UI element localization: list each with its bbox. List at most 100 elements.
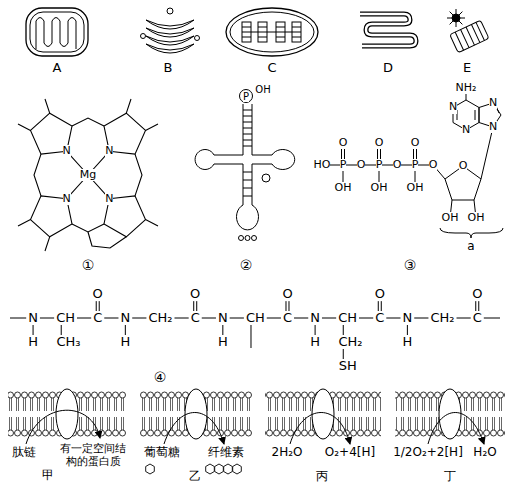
chloroplast-part (242, 27, 301, 37)
peptide-atom: C (283, 311, 292, 325)
chlorophyll-structure-part (18, 99, 158, 251)
peptide-atom: C (93, 311, 102, 325)
trna-structure-part (237, 205, 259, 230)
chemical-bond (457, 318, 471, 319)
chemical-bond (322, 318, 336, 319)
cell-membranes-part (428, 413, 484, 445)
peptide-atom: O (375, 287, 385, 301)
trna-structure-part (252, 236, 257, 241)
trna-structure-part (245, 236, 250, 241)
atp-structure-part (481, 127, 493, 179)
peptide-atom: O (282, 287, 292, 301)
peptide-atom: C (191, 311, 200, 325)
atom-label: N (449, 101, 457, 113)
atom-label: O (411, 137, 420, 149)
cell-membranes-part (164, 413, 224, 445)
atom-label: OH (335, 182, 352, 194)
chloroplast-part (226, 8, 318, 56)
peptide-atom: H (402, 335, 412, 349)
atom-label: O (357, 159, 366, 171)
membrane-label: 1/2O₂+2[H] (393, 446, 463, 459)
figure-number: ③ (404, 258, 417, 273)
peptide-atom: CH₂ (338, 335, 362, 349)
brace-label: a (467, 240, 474, 253)
peptide-atom: O (93, 287, 103, 301)
peptide-atom: H (28, 335, 38, 349)
organelle-letter: A (53, 61, 62, 75)
cell-membranes-part (233, 464, 242, 474)
trna-structure-part (214, 155, 243, 164)
peptide-atom: C (473, 311, 482, 325)
atom-label: OH (407, 182, 424, 194)
atom-label: N (63, 145, 71, 157)
centrosome-part (452, 14, 460, 22)
atom-label: HO (314, 159, 331, 171)
golgi-apparatus-part (146, 20, 194, 29)
trna-structure-part (240, 90, 253, 103)
chloroplast (226, 8, 318, 56)
organelle-letter: E (463, 61, 471, 75)
atom-label: O (459, 160, 468, 172)
centrosome (447, 9, 489, 53)
golgi-apparatus-part (146, 44, 194, 53)
mitochondrion (26, 8, 88, 56)
atom-label: Mg (80, 169, 96, 181)
trna-structure-part (252, 155, 272, 164)
endoplasmic-reticulum (360, 14, 416, 46)
peptide-atom: SH (339, 359, 357, 373)
peptide-atom: CH₂ (430, 311, 454, 325)
centrosome-part-part (455, 22, 484, 50)
cell-membranes-part (56, 389, 78, 439)
atom-label: OH (468, 212, 485, 224)
peptide-atom: N (120, 311, 130, 325)
peptide-atom: N (403, 311, 413, 325)
chemical-bond (10, 318, 26, 319)
golgi-apparatus-part (195, 36, 200, 41)
atom-label: O (393, 159, 402, 171)
panel-letter: 乙 (189, 470, 201, 483)
cell-membranes-part (312, 389, 334, 439)
cell-membranes-part (146, 464, 155, 474)
atom-label: OH (442, 212, 459, 224)
trna-structure-part (262, 174, 270, 182)
endoplasmic-reticulum-part (360, 14, 416, 46)
membrane-label: H₂O (473, 446, 496, 459)
chlorophyll-structure-part (34, 118, 142, 232)
mitochondrion-part (26, 8, 88, 56)
organelle-letter: D (383, 61, 393, 75)
panel-letter: 甲 (42, 469, 54, 482)
trna-structure-part (243, 104, 252, 155)
atom-label: P (376, 159, 383, 171)
atom-label: N (489, 121, 497, 133)
organelle-letter: C (267, 61, 276, 75)
cell-membranes-part (26, 410, 100, 444)
atp-structure (322, 88, 503, 238)
atom-label: N (63, 193, 71, 205)
cell-membranes-part (439, 389, 461, 439)
peptide-atom: CH (338, 311, 357, 325)
cell-membranes-part (290, 413, 350, 445)
trna-structure (195, 90, 295, 241)
chemical-bond (174, 318, 188, 319)
peptide-atom: N (218, 311, 228, 325)
chemical-bond (414, 318, 428, 319)
phosphate-label: P (243, 91, 249, 102)
golgi-apparatus (141, 8, 200, 53)
peptide-atom: H (310, 335, 320, 349)
mitochondrion-part (30, 12, 84, 52)
peptide-atom: H (120, 335, 130, 349)
atom-label: OH (371, 182, 388, 194)
cell-membranes-part (215, 464, 224, 474)
atom-label: O (339, 137, 348, 149)
peptide-atom: N (310, 311, 320, 325)
golgi-apparatus-part (141, 34, 146, 39)
peptide-atom: O (472, 287, 482, 301)
golgi-apparatus-part (146, 28, 194, 37)
peptide-atom: O (190, 287, 200, 301)
panel-letter: 丁 (444, 470, 456, 483)
chemical-bond (294, 318, 308, 319)
organelle-letter: B (164, 61, 173, 75)
chemical-bond (104, 318, 118, 319)
